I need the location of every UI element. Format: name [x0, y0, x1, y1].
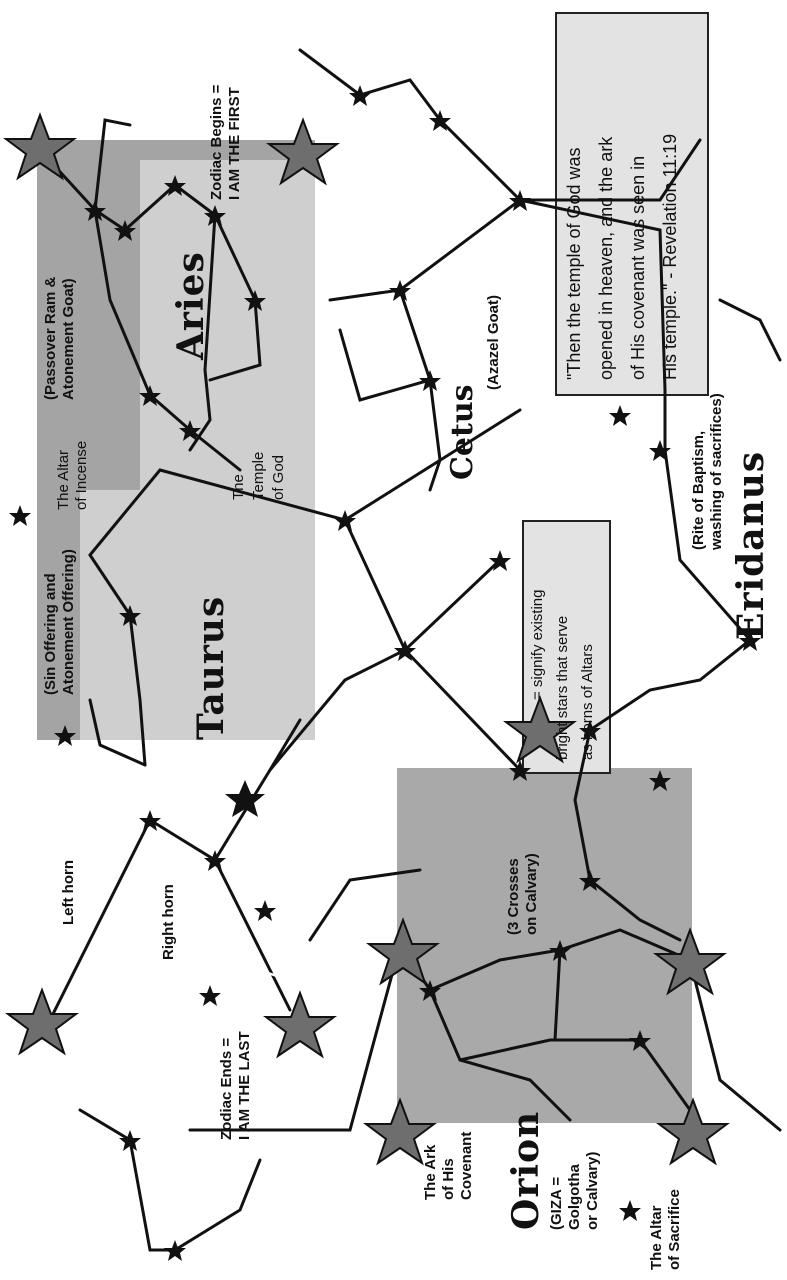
altar-sacrifice-1: The Altar [648, 1205, 665, 1270]
giza-2: Golgotha [566, 1164, 583, 1230]
sin-offering-2: Atonement Offering) [60, 549, 77, 695]
altar-sacrifice-2: of Sacrifice [666, 1189, 683, 1270]
taurus-title: Taurus [190, 595, 232, 740]
passover-2: Atonement Goat) [60, 278, 77, 400]
azazel-label: (Azazel Goat) [485, 294, 502, 390]
zodiac-begins-2: I AM THE FIRST [226, 87, 243, 200]
passover-1: (Passover Ram & [42, 276, 59, 400]
cetus-title: Cetus [445, 384, 480, 480]
zodiac-ends-2: I AM THE LAST [236, 1031, 253, 1140]
taurus-highlight [80, 490, 315, 740]
ark-label-2: of His [440, 1158, 457, 1200]
altar-incense-2: of Incense [73, 440, 90, 510]
aries-title: Aries [170, 251, 212, 360]
right-horn-label: Right horn [160, 884, 177, 960]
orion-title: Orion [505, 1110, 547, 1230]
quote-line-2: opened in heaven, and the ark [596, 136, 616, 380]
temple-2: Temple [250, 451, 267, 500]
temple-3: of God [270, 454, 287, 500]
three-crosses-2: on Calvary) [523, 853, 540, 935]
altar-incense-1: The Altar [55, 449, 72, 510]
ark-label-1: The Ark [422, 1144, 439, 1200]
three-crosses-1: (3 Crosses [505, 858, 522, 935]
legend-line-3: as horns of Altars [579, 644, 596, 760]
quote-line-1: "Then the temple of God was [564, 147, 584, 380]
baptism-2: washing of sacrifices) [708, 393, 725, 550]
ark-label-3: Covenant [458, 1131, 475, 1200]
sin-offering-1: (Sin Offering and [42, 573, 59, 695]
baptism-1: (Rite of Baptism, [690, 430, 707, 550]
legend-line-2: bright stars that serve [554, 615, 571, 760]
zodiac-ends-1: Zodiac Ends = [218, 1037, 235, 1140]
quote-box [555, 12, 709, 396]
giza-3: or Calvary) [584, 1151, 601, 1230]
zodiac-begins-1: Zodiac Begins = [208, 84, 225, 200]
eridanus-title: Eridanus [730, 450, 772, 640]
giza-1: (GIZA = [548, 1176, 565, 1230]
orion-band [397, 768, 692, 1123]
quote-line-4: His temple." - Revelation 11:19 [660, 133, 680, 380]
aries-highlight [140, 160, 315, 490]
legend-line-1: = signify existing [529, 589, 546, 700]
temple-1: The [230, 474, 247, 500]
left-horn-label: Left horn [60, 860, 77, 925]
quote-line-3: of His covenant was seen in [628, 155, 648, 380]
